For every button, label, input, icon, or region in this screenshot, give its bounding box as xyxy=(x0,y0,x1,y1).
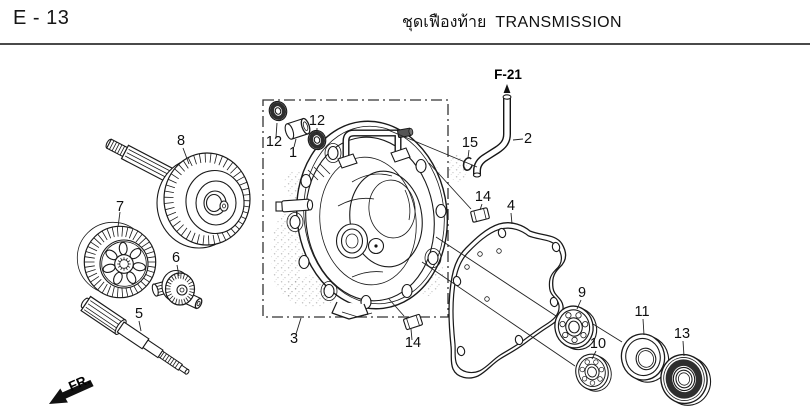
dowel-pin-upper xyxy=(470,207,490,223)
final-gear-illustration xyxy=(76,221,157,299)
washer-illustration xyxy=(620,333,670,383)
part-label-12-right: 12 xyxy=(309,113,325,129)
part-label-11: 11 xyxy=(634,304,649,320)
dust-seal-right xyxy=(307,129,327,151)
part-label-6: 6 xyxy=(172,250,180,266)
dowel-pin-lower xyxy=(403,313,423,331)
part-label-14-upper: 14 xyxy=(475,189,491,205)
dust-seal-left xyxy=(268,100,288,122)
page-title-en: TRANSMISSION xyxy=(495,14,622,31)
part-labels: 8 7 6 5 12 1 12 3 2 15 14 4 9 10 11 13 1… xyxy=(116,67,690,352)
page-title-thai: ชุดเฟืองท้าย xyxy=(402,14,487,31)
leader-lines xyxy=(117,122,685,367)
drive-gear-illustration xyxy=(151,269,203,310)
cover-stud xyxy=(275,198,314,213)
gasket-holes xyxy=(452,227,561,357)
part-label-4: 4 xyxy=(507,198,515,214)
cover-bracket xyxy=(337,127,414,169)
ref-arrow-icon xyxy=(503,84,511,93)
breather-tube-illustration xyxy=(472,94,512,178)
bushing-illustration xyxy=(284,117,311,140)
ref-label-f21: F-21 xyxy=(494,67,522,82)
header-divider xyxy=(0,43,810,45)
front-arrow-icon xyxy=(49,379,94,404)
cover-bolt-holes xyxy=(289,145,447,310)
part-label-7: 7 xyxy=(116,199,124,215)
part-label-10: 10 xyxy=(590,336,606,352)
part-label-13: 13 xyxy=(674,326,690,342)
page-title: ชุดเฟืองท้าย TRANSMISSION xyxy=(402,10,622,35)
part-label-8: 8 xyxy=(177,133,185,149)
front-label: FR. xyxy=(66,372,92,394)
cover-assembly-box xyxy=(262,99,449,318)
part-label-1: 1 xyxy=(289,145,297,161)
transmission-cover-illustration xyxy=(275,120,449,320)
front-direction-marker: FR. xyxy=(49,372,94,404)
part-label-9: 9 xyxy=(578,285,586,301)
countershaft-illustration xyxy=(105,138,251,249)
gasket-illustration xyxy=(448,222,567,379)
page-code: E - 13 xyxy=(13,7,70,29)
part-label-5: 5 xyxy=(135,306,143,322)
part-label-15: 15 xyxy=(462,135,478,151)
part-label-14-lower: 14 xyxy=(405,335,421,351)
part-label-2: 2 xyxy=(524,131,532,147)
oil-seal-illustration xyxy=(660,353,712,406)
final-shaft-illustration xyxy=(80,295,190,375)
cover-bottom-tab xyxy=(331,301,369,320)
part-label-3: 3 xyxy=(290,331,298,347)
part-label-12-left: 12 xyxy=(266,134,282,150)
